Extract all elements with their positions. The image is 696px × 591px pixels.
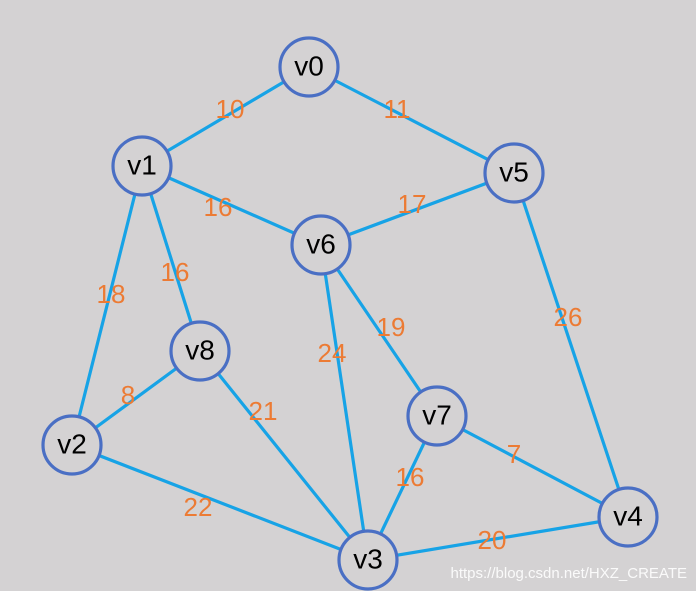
node-label-v5: v5 [499,156,529,187]
edge-weight-v5-v6: 17 [398,189,427,219]
node-circle-v1 [111,135,173,197]
edge-weight-v7-v3: 16 [396,462,425,492]
node-circle-v3 [337,529,399,591]
edge-v1-v6 [140,164,323,247]
node-circle-v5 [483,142,545,204]
node-circle-v2 [41,414,103,476]
edge-weight-v0-v5: 11 [384,94,411,124]
node-circle-v4 [597,486,659,548]
edge-v7-v4 [435,414,630,519]
edge-weight-v6-v3: 24 [318,338,347,368]
node-v8: v8 [169,320,231,382]
node-label-v0: v0 [294,50,324,81]
edge-weight-v6-v7: 19 [377,312,406,342]
edge-v2-v3 [70,443,370,562]
node-v6: v6 [290,214,352,276]
edge-v6-v7 [319,243,439,418]
edge-v1-v2 [70,164,144,447]
edge-v5-v4 [512,171,630,519]
edge-v3-v4 [366,515,630,562]
nodes-layer: v0 v1 v2 v3 v4 v5 v6 v7 v8 [41,36,659,591]
node-circle-v8 [169,320,231,382]
edge-weight-v3-v4: 20 [478,525,507,555]
edge-v0-v5 [307,65,516,175]
edge-v8-v3 [198,349,370,562]
node-circle-v7 [406,385,468,447]
edge-weight-v8-v2: 8 [121,380,135,410]
edge-weight-v1-v8: 16 [161,257,190,287]
node-circle-v6 [290,214,352,276]
edge-v5-v6 [319,171,516,247]
watermark: https://blog.csdn.net/HXZ_CREATE [450,565,688,582]
node-v4: v4 [597,486,659,548]
edge-weight-v7-v4: 7 [507,439,521,469]
edge-weight-v1-v2: 18 [97,279,126,309]
node-circle-v0 [278,36,340,98]
node-label-v6: v6 [306,228,336,259]
node-v1: v1 [111,135,173,197]
node-v2: v2 [41,414,103,476]
edge-weight-v8-v3: 21 [249,396,278,426]
edge-weight-v2-v3: 22 [184,492,213,522]
edge-v6-v3 [319,243,370,562]
node-label-v1: v1 [127,149,157,180]
node-label-v4: v4 [613,500,643,531]
edge-v1-v8 [140,164,202,353]
node-label-v3: v3 [353,543,383,574]
node-label-v7: v7 [422,399,452,430]
edge-weight-v1-v6: 16 [204,192,233,222]
edge-weight-v0-v1: 10 [216,94,245,124]
node-label-v2: v2 [57,428,87,459]
edge-weights-layer: 10 11 16 16 18 17 26 19 24 8 21 22 7 16 20 [97,94,583,555]
node-v7: v7 [406,385,468,447]
node-label-v8: v8 [185,334,215,365]
edge-weight-v5-v4: 26 [554,302,583,332]
edge-v0-v1 [140,65,311,168]
node-v5: v5 [483,142,545,204]
node-v3: v3 [337,529,399,591]
node-v0: v0 [278,36,340,98]
